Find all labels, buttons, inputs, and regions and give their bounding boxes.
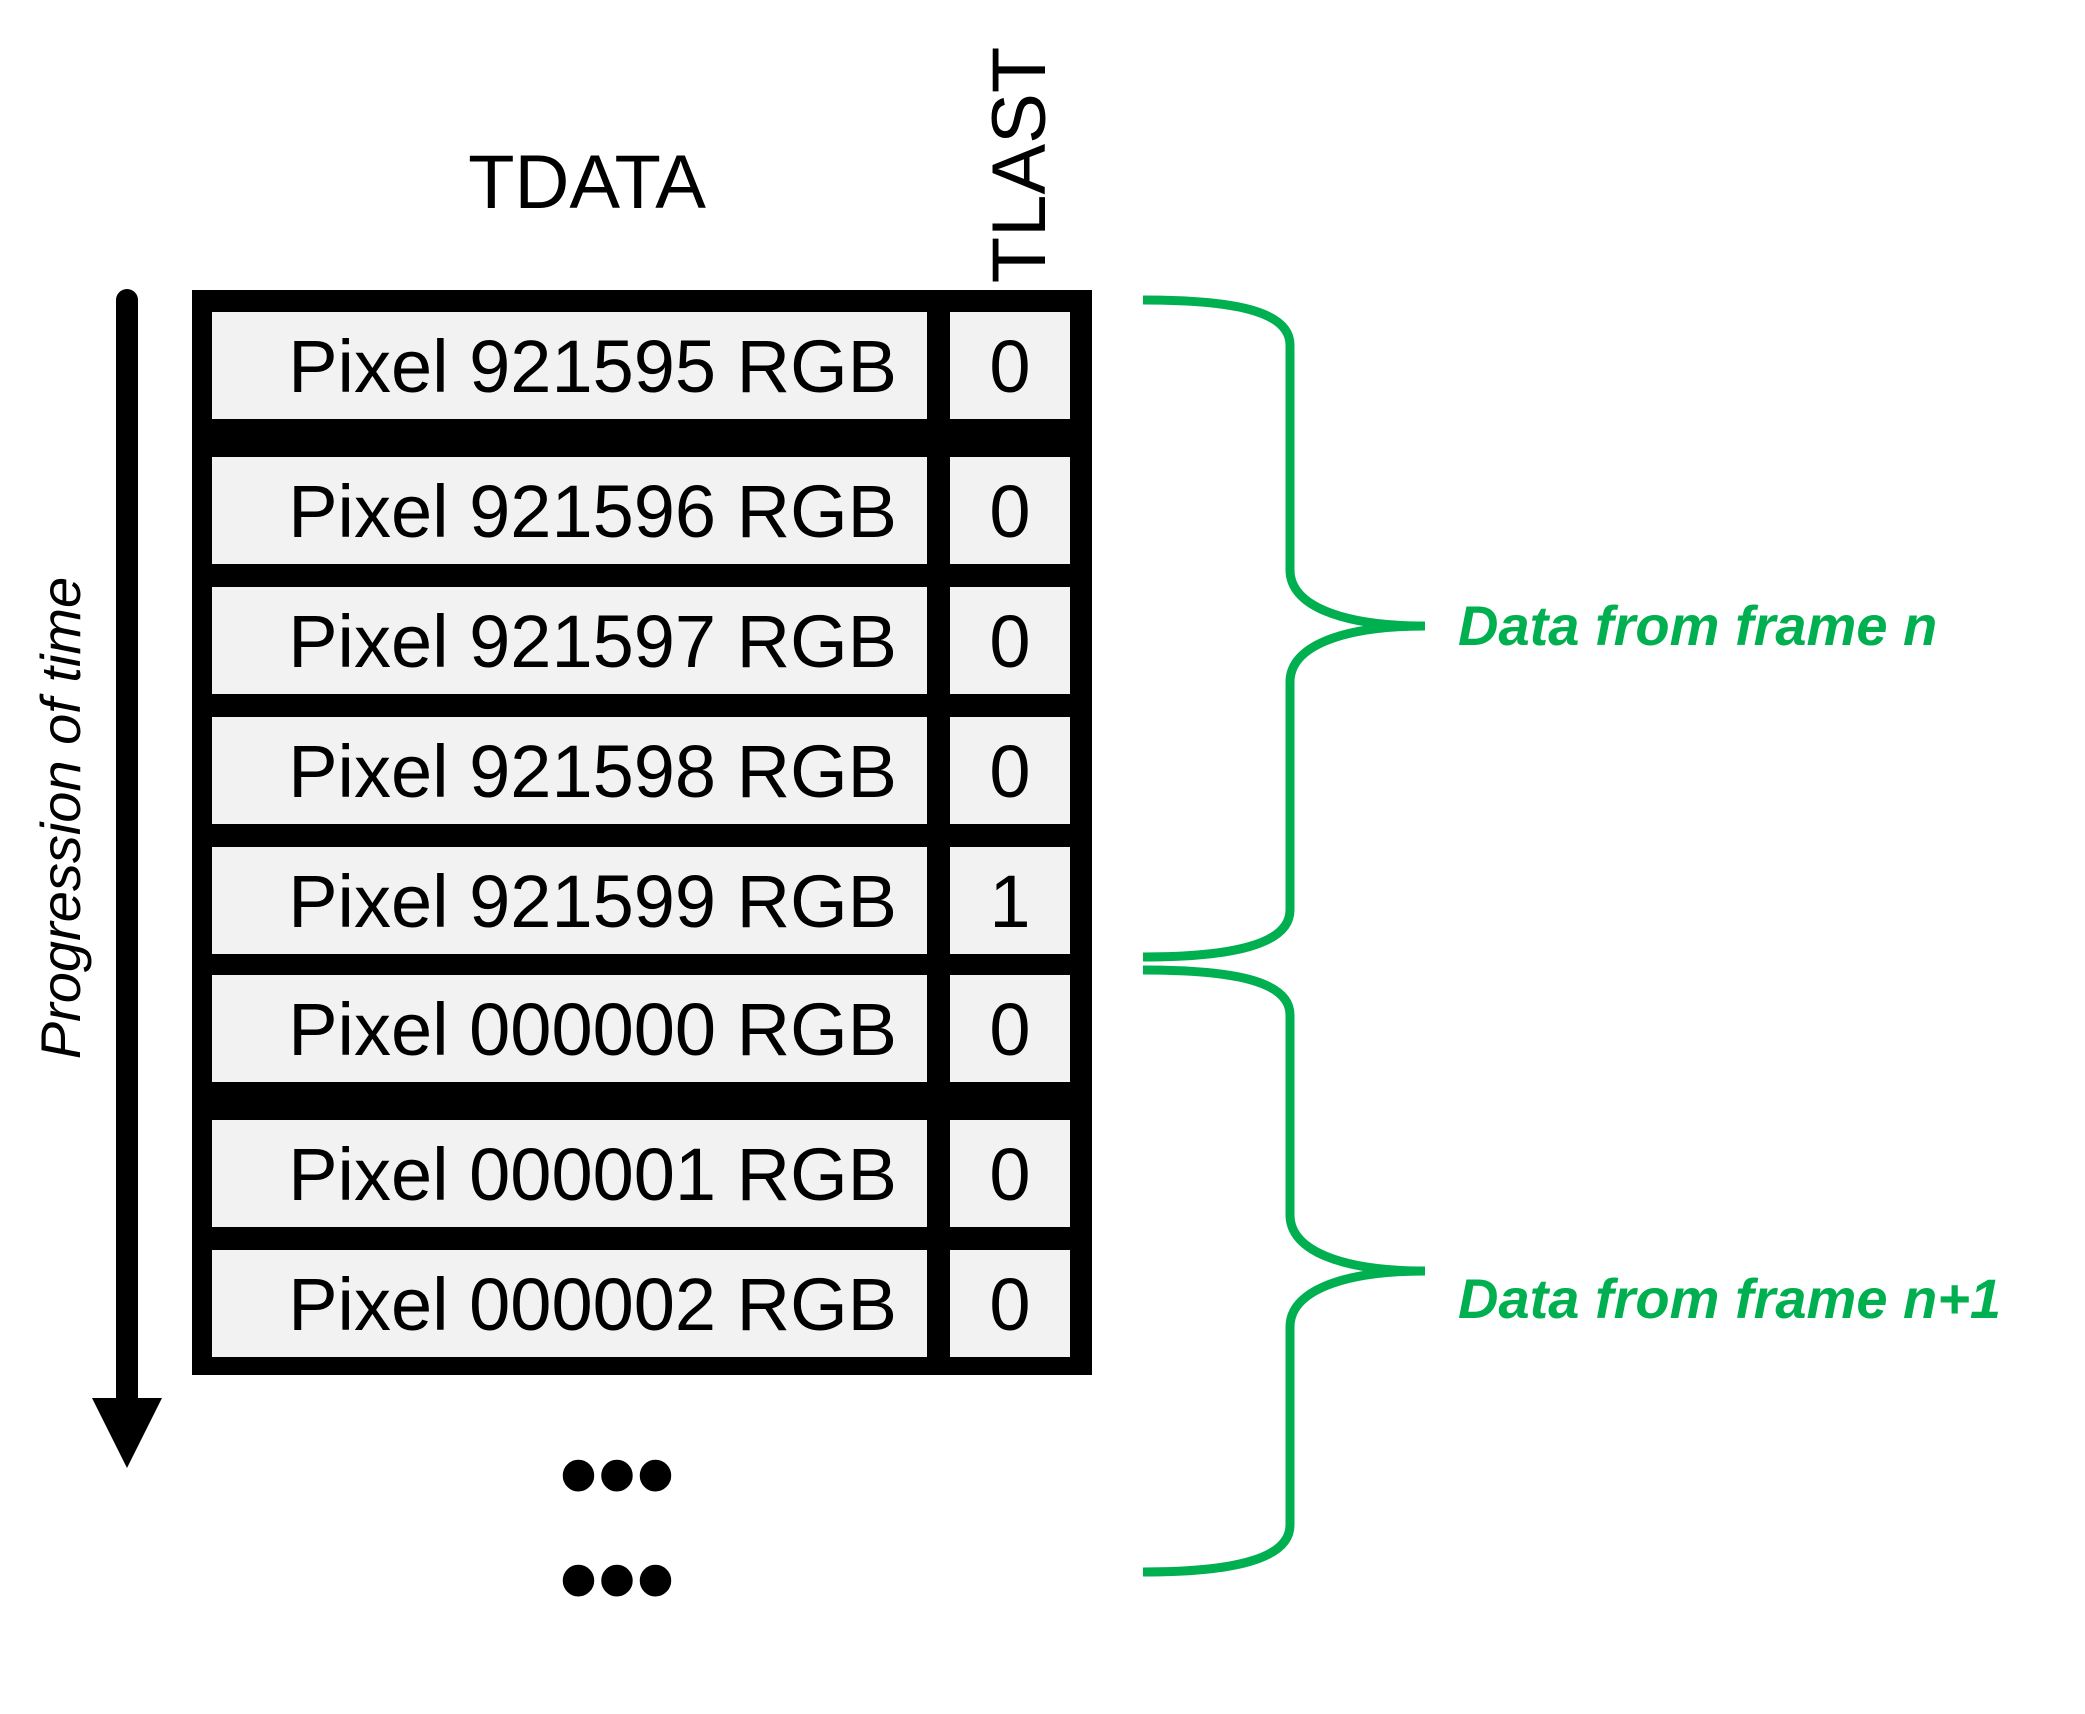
tlast-cell bbox=[950, 457, 1070, 564]
frame-n-plus-1-label: Data from frame n+1 bbox=[1458, 1267, 2001, 1330]
tdata-cell bbox=[212, 312, 927, 419]
table-row: Pixel 921598 RGB 0 bbox=[212, 717, 1070, 824]
tdata-cell bbox=[212, 1250, 927, 1357]
tlast-value: 1 bbox=[989, 860, 1030, 943]
tdata-cell bbox=[212, 717, 927, 824]
table-row: Pixel 000000 RGB 0 bbox=[212, 975, 1070, 1082]
tdata-value: Pixel 000002 RGB bbox=[288, 1263, 897, 1346]
tlast-cell bbox=[950, 847, 1070, 954]
table-row: Pixel 000001 RGB 0 bbox=[212, 1120, 1070, 1227]
tdata-value: Pixel 921597 RGB bbox=[288, 600, 897, 683]
tlast-cell bbox=[950, 975, 1070, 1082]
tlast-cell bbox=[950, 312, 1070, 419]
frame-n-label: Data from frame n bbox=[1458, 594, 1937, 657]
table-row: Pixel 921596 RGB 0 bbox=[212, 457, 1070, 564]
tdata-value: Pixel 921595 RGB bbox=[288, 325, 897, 408]
table-row: Pixel 921599 RGB 1 bbox=[212, 847, 1070, 954]
tdata-header: TDATA bbox=[468, 140, 706, 225]
tlast-header: TLAST bbox=[977, 47, 1062, 284]
tdata-value: Pixel 921599 RGB bbox=[288, 860, 897, 943]
tdata-cell bbox=[212, 1120, 927, 1227]
tlast-cell bbox=[950, 1120, 1070, 1227]
tdata-cell bbox=[212, 975, 927, 1082]
table-row: Pixel 921597 RGB 0 bbox=[212, 587, 1070, 694]
tdata-cell bbox=[212, 847, 927, 954]
tdata-value: Pixel 921596 RGB bbox=[288, 470, 897, 553]
time-axis-label: Progression of time bbox=[29, 577, 92, 1059]
tlast-value: 0 bbox=[989, 1263, 1030, 1346]
time-arrow-head bbox=[92, 1398, 162, 1468]
tlast-cell bbox=[950, 717, 1070, 824]
frame-n-plus-1-brace bbox=[1142, 965, 1426, 1577]
tdata-value: Pixel 000000 RGB bbox=[288, 988, 897, 1071]
frame-n-brace bbox=[1142, 295, 1426, 962]
tdata-cell bbox=[212, 587, 927, 694]
tdata-value: Pixel 000001 RGB bbox=[288, 1133, 897, 1216]
tdata-value: Pixel 921598 RGB bbox=[288, 730, 897, 813]
tlast-value: 0 bbox=[989, 1133, 1030, 1216]
table-row: Pixel 000002 RGB 0 bbox=[212, 1250, 1070, 1357]
tdata-cell bbox=[212, 457, 927, 564]
tlast-value: 0 bbox=[989, 988, 1030, 1071]
continuation-ellipsis-2: ••• bbox=[559, 1518, 675, 1641]
time-arrow bbox=[92, 289, 162, 1468]
tlast-value: 0 bbox=[989, 730, 1030, 813]
continuation-ellipsis-1: ••• bbox=[559, 1413, 675, 1536]
tlast-value: 0 bbox=[989, 600, 1030, 683]
tlast-cell bbox=[950, 587, 1070, 694]
tlast-value: 0 bbox=[989, 470, 1030, 553]
tlast-cell bbox=[950, 1250, 1070, 1357]
table-row: Pixel 921595 RGB 0 bbox=[212, 312, 1070, 419]
tlast-value: 0 bbox=[989, 325, 1030, 408]
